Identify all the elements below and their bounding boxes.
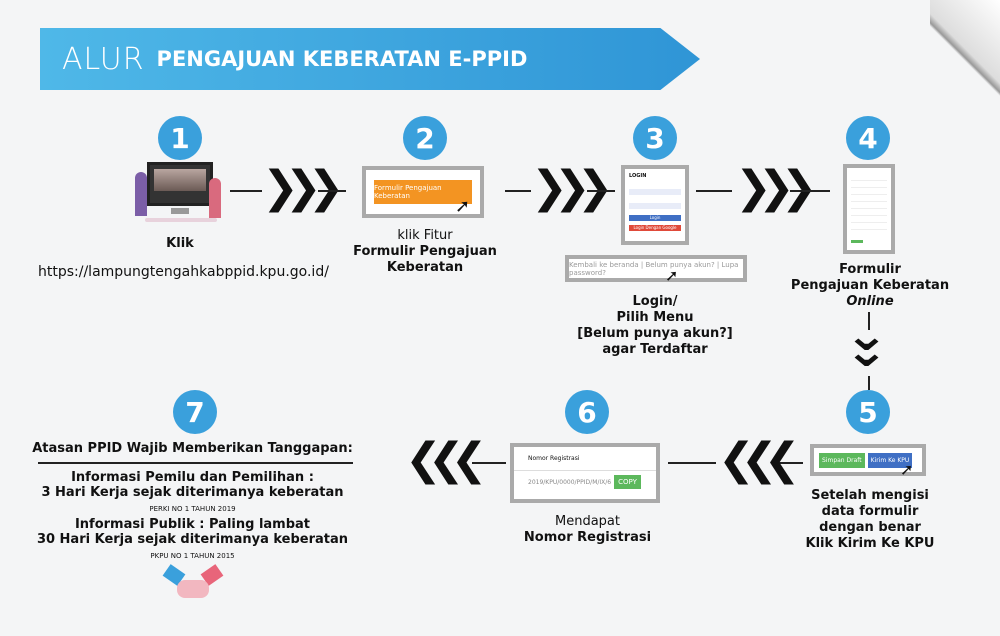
person-icon — [135, 172, 147, 216]
step-7-number: 7 — [173, 390, 217, 434]
reg-value: 2019/KPU/0000/PPID/M/IX/6 — [528, 478, 612, 486]
step-1-url[interactable]: https://lampungtengahkabppid.kpu.go.id/ — [38, 264, 329, 280]
step-3-line4: agar Terdaftar — [602, 342, 708, 357]
registration-screenshot: Nomor Registrasi 2019/KPU/0000/PPID/M/IX… — [510, 443, 660, 503]
reg-label: Nomor Registrasi — [514, 447, 656, 471]
cursor-icon: ➚ — [665, 266, 679, 285]
step-5-line2: data formulir — [821, 504, 919, 519]
step-1-label: Klik — [166, 236, 194, 251]
info-2b: 30 Hari Kerja sejak diterimanya keberata… — [36, 532, 349, 547]
login-screenshot: LOGIN Login Login Dengan Google — [621, 165, 689, 245]
step-7-heading: Atasan PPID Wajib Memberikan Tanggapan: — [32, 441, 353, 456]
step-2-line2: Formulir Pengajuan — [353, 244, 497, 259]
login-button[interactable]: Login — [629, 215, 681, 221]
step-5-line4-bold: Kirim Ke KPU — [837, 536, 935, 551]
chevron-right-icon: ❯❯❯ — [531, 162, 614, 213]
website-illustration — [135, 160, 227, 226]
step-2-line3: Keberatan — [386, 260, 464, 275]
step-3-line1: Login/ — [632, 294, 678, 309]
simpan-draft-button[interactable]: Simpan Draft — [819, 452, 865, 468]
step-3-number: 3 — [633, 116, 677, 160]
step-4-line2: Pengajuan Keberatan — [790, 278, 950, 293]
login-links[interactable]: Kembali ke beranda | Belum punya akun? |… — [565, 255, 747, 282]
step-6-line1: Mendapat — [555, 514, 620, 529]
banner-alur: ALUR — [62, 41, 145, 77]
chevron-left-icon: ❮❮❮ — [405, 434, 488, 485]
google-login-button[interactable]: Login Dengan Google — [629, 225, 681, 231]
formulir-button[interactable]: Formulir Pengajuan Keberatan — [374, 180, 472, 204]
info-2a: Informasi Publik : Paling lambat — [74, 517, 311, 532]
handshake-icon — [162, 562, 224, 606]
chevron-right-icon: ❯❯❯ — [735, 162, 818, 213]
login-title: LOGIN — [629, 173, 647, 179]
step-5-number: 5 — [846, 390, 890, 434]
page-curl — [930, 0, 1000, 115]
step-3-line2: Pilih Menu — [616, 310, 694, 325]
step-4-line1: Formulir — [839, 262, 901, 277]
submit-screenshot: Simpan Draft Kirim Ke KPU — [810, 444, 926, 476]
cursor-icon: ➚ — [900, 460, 914, 479]
step-5-line3: dengan benar — [819, 520, 921, 535]
chevron-down-icon: ⌄⌄ — [844, 310, 889, 377]
step-2-line1: klik Fitur — [397, 228, 453, 243]
step-6-line2: Nomor Registrasi — [523, 530, 652, 545]
monitor-icon — [147, 162, 213, 206]
step-2-number: 2 — [403, 116, 447, 160]
cursor-icon: ➚ — [455, 196, 471, 217]
form-screenshot — [843, 164, 895, 254]
step-4-number: 4 — [846, 116, 890, 160]
person-icon — [209, 178, 221, 218]
title-banner: ALUR PENGAJUAN KEBERATAN E-PPID — [40, 28, 700, 90]
chevron-right-icon: ❯❯❯ — [262, 162, 345, 213]
step-5-line4: Klik — [805, 536, 838, 551]
step-3-line3: [Belum punya akun?] — [577, 326, 733, 341]
ref-2: PKPU NO 1 TAHUN 2015 — [150, 552, 235, 560]
kirim-ke-kpu-button[interactable]: Kirim Ke KPU — [867, 452, 913, 468]
step-4-line3: Online — [846, 294, 894, 309]
copy-button[interactable]: COPY — [614, 475, 641, 489]
info-1b: 3 Hari Kerja sejak diterimanya keberatan — [41, 485, 344, 500]
banner-title: PENGAJUAN KEBERATAN E-PPID — [156, 47, 528, 71]
step-2-screenshot: Formulir Pengajuan Keberatan — [362, 166, 484, 218]
step-5-line1: Setelah mengisi — [811, 488, 929, 503]
ref-1: PERKI NO 1 TAHUN 2019 — [149, 505, 236, 513]
info-1a: Informasi Pemilu dan Pemilihan : — [71, 470, 314, 485]
step-6-number: 6 — [565, 390, 609, 434]
chevron-left-icon: ❮❮❮ — [718, 434, 801, 485]
step-1-number: 1 — [158, 116, 202, 160]
